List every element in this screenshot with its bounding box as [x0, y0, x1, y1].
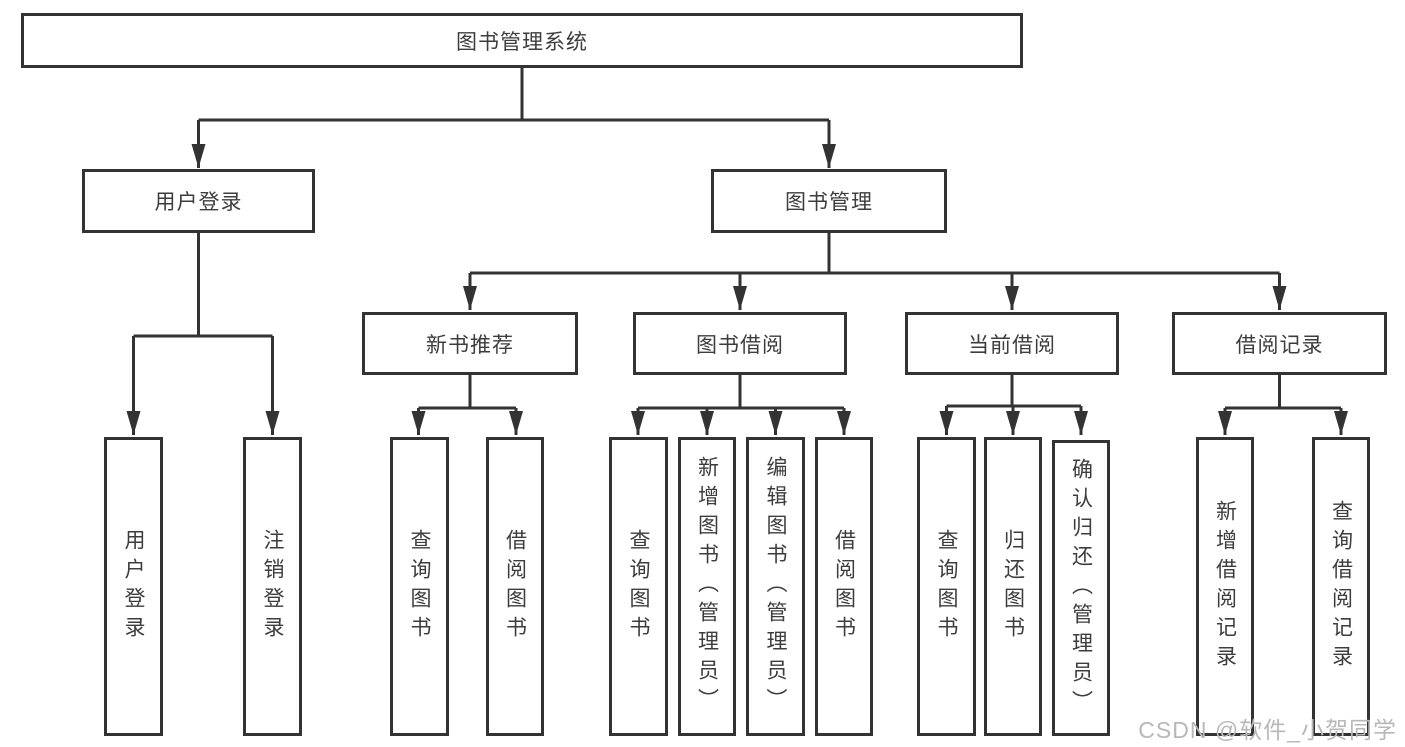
node-label: 用户登录	[154, 191, 243, 214]
node-label: 图书管理系统	[456, 30, 588, 54]
node-label: 查询图书	[408, 528, 431, 645]
leaf-query-borrow-record: 查询借阅记录	[1312, 437, 1370, 736]
node-label: 当前借阅	[968, 333, 1056, 357]
node-library-management-system: 图书管理系统	[21, 13, 1023, 68]
leaf-query-books-borrowing: 查询图书	[609, 437, 668, 736]
node-label: 新书推荐	[426, 333, 514, 357]
node-book-borrowing: 图书借阅	[633, 312, 847, 375]
leaf-user-login: 用户登录	[104, 437, 163, 736]
node-borrowing-records: 借阅记录	[1172, 312, 1387, 375]
leaf-borrow-books: 借阅图书	[815, 437, 873, 736]
leaf-edit-books-admin: 编辑图书（管理员）	[746, 437, 805, 736]
node-label: 新增借阅记录	[1213, 499, 1237, 674]
leaf-add-borrow-record: 新增借阅记录	[1196, 437, 1254, 736]
leaf-query-books-current: 查询图书	[917, 437, 976, 736]
node-label: 查询图书	[627, 528, 650, 645]
node-label: 图书管理	[785, 191, 873, 214]
node-label: 确认归还（管理员）	[1069, 457, 1093, 719]
node-label: 编辑图书（管理员）	[764, 456, 787, 717]
node-label: 查询图书	[935, 528, 958, 645]
node-label: 借阅图书	[832, 528, 856, 645]
leaf-borrow-books-recommend: 借阅图书	[486, 437, 544, 736]
node-user-login: 用户登录	[82, 169, 315, 233]
node-new-book-recommendation: 新书推荐	[362, 312, 578, 375]
node-current-borrowing: 当前借阅	[905, 312, 1119, 375]
node-label: 查询借阅记录	[1329, 499, 1353, 674]
node-label: 借阅记录	[1235, 333, 1324, 357]
leaf-query-books-recommend: 查询图书	[390, 437, 449, 736]
leaf-return-books: 归还图书	[984, 437, 1042, 736]
node-label: 新增图书（管理员）	[695, 456, 719, 717]
watermark-text: CSDN @软件_小贺同学	[1138, 717, 1397, 743]
node-label: 借阅图书	[503, 528, 527, 645]
leaf-add-books-admin: 新增图书（管理员）	[678, 437, 736, 736]
node-book-management: 图书管理	[711, 169, 947, 233]
leaf-logout-login: 注销登录	[243, 437, 302, 736]
leaf-confirm-return-admin: 确认归还（管理员）	[1052, 440, 1110, 736]
node-label: 归还图书	[1001, 528, 1025, 645]
node-label: 图书借阅	[696, 333, 784, 357]
node-label: 注销登录	[261, 528, 284, 645]
node-label: 用户登录	[122, 528, 145, 645]
